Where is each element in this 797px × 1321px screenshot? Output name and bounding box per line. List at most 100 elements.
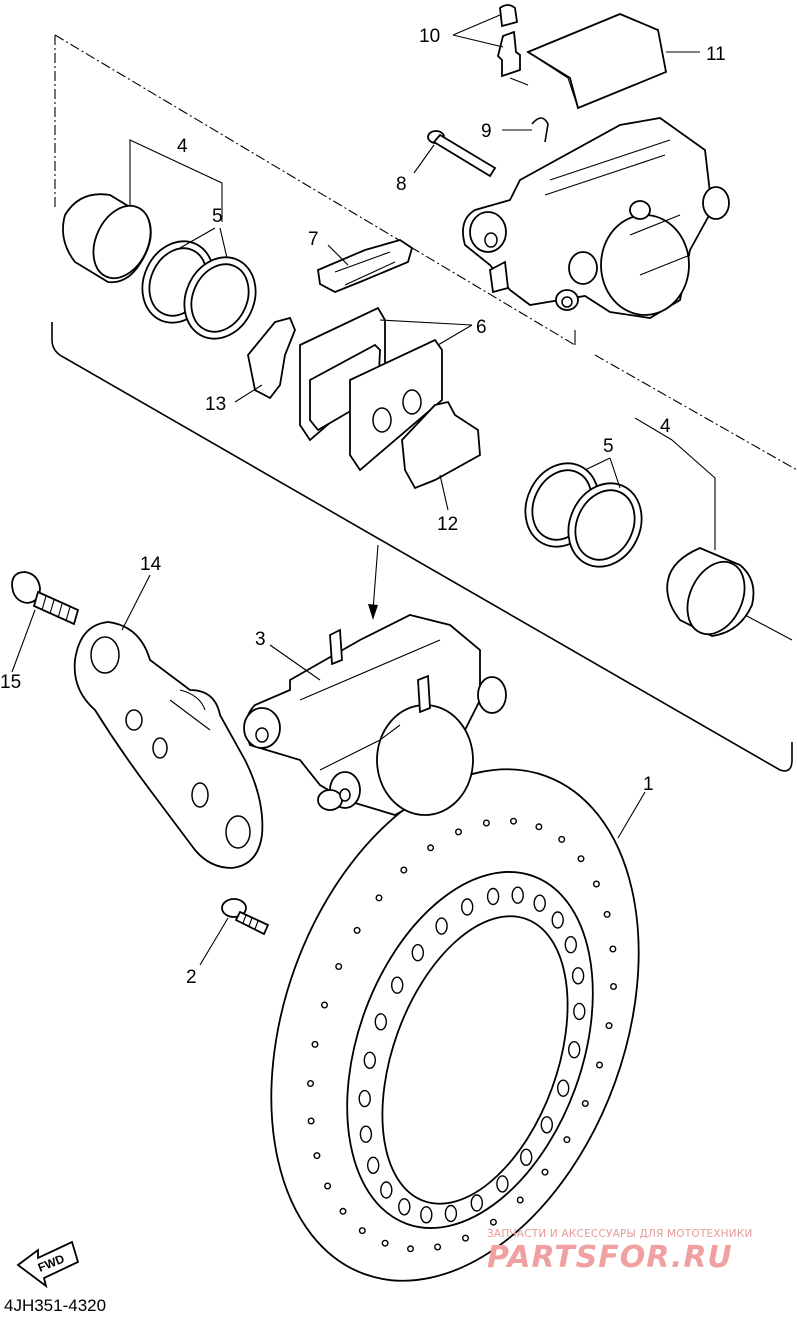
label-part-4-bottom: 4 bbox=[660, 416, 671, 437]
label-part-4-top: 4 bbox=[177, 136, 188, 157]
disc-hole bbox=[435, 917, 448, 935]
disc-drill-holes bbox=[307, 817, 618, 1253]
disc-hole bbox=[407, 1245, 415, 1253]
disc-hole bbox=[557, 1079, 570, 1097]
watermark-brand: PARTSFOR.RU bbox=[487, 1240, 733, 1275]
forward-arrow-icon: FWD bbox=[16, 1240, 80, 1289]
pad-pin bbox=[427, 130, 497, 178]
disc-hole bbox=[568, 1040, 581, 1059]
label-part-6: 6 bbox=[476, 317, 487, 338]
disc-hole bbox=[311, 1040, 319, 1048]
caliper-bracket bbox=[73, 621, 264, 869]
pin-clip bbox=[531, 117, 549, 143]
disc-hole bbox=[391, 976, 404, 994]
leader-lines bbox=[11, 14, 716, 966]
disc-hole bbox=[563, 1136, 571, 1144]
pad-spring bbox=[317, 239, 414, 293]
disc-hole bbox=[516, 1196, 524, 1204]
label-part-9: 9 bbox=[481, 121, 492, 142]
caliper-assembly bbox=[243, 614, 507, 816]
disc-hole bbox=[510, 817, 518, 825]
caliper-body-exploded bbox=[462, 117, 730, 319]
disc-hole bbox=[307, 1079, 315, 1087]
disc-hole bbox=[367, 1156, 380, 1175]
disc-hole bbox=[358, 1227, 366, 1235]
watermark-subtitle: ЗАПЧАСТИ И АКСЕССУАРЫ ДЛЯ МОТОТЕХНИКИ bbox=[487, 1228, 753, 1240]
disc-hole bbox=[564, 936, 577, 954]
label-part-14: 14 bbox=[140, 554, 162, 575]
bleed-screw bbox=[497, 4, 529, 86]
label-part-8: 8 bbox=[396, 174, 407, 195]
disc-hole bbox=[577, 855, 585, 863]
disc-hole bbox=[455, 828, 463, 836]
disc-hole bbox=[573, 1002, 586, 1021]
label-part-11: 11 bbox=[706, 44, 726, 65]
disc-holes bbox=[358, 886, 586, 1224]
disc-hole bbox=[496, 1175, 509, 1193]
pad-cover bbox=[526, 13, 668, 110]
disc-hole bbox=[420, 1206, 433, 1224]
label-part-12: 12 bbox=[437, 514, 458, 535]
disc-hole bbox=[434, 1243, 442, 1251]
disc-hole bbox=[482, 819, 490, 827]
disc-hole bbox=[571, 967, 585, 985]
disc-hole bbox=[375, 894, 383, 902]
piston-seals-right bbox=[524, 462, 643, 568]
disc-hole bbox=[592, 880, 600, 888]
disc-hole bbox=[511, 886, 524, 904]
disc-hole bbox=[307, 1117, 315, 1125]
disc-hole bbox=[470, 1194, 483, 1212]
piston-left bbox=[62, 193, 152, 284]
disc-hole bbox=[551, 911, 564, 929]
disc-hole bbox=[444, 1204, 458, 1223]
disc-hole bbox=[558, 835, 566, 843]
disc-hole bbox=[609, 945, 617, 953]
label-part-5-top: 5 bbox=[212, 206, 223, 227]
disc-hole bbox=[610, 983, 618, 991]
disc-hole bbox=[489, 1218, 497, 1226]
disc-hole bbox=[520, 1148, 533, 1167]
label-part-5-bottom: 5 bbox=[603, 436, 614, 457]
disc-hole bbox=[462, 1234, 470, 1242]
label-part-13: 13 bbox=[205, 394, 226, 415]
exploded-view-frame bbox=[51, 34, 797, 772]
disc-hole bbox=[335, 963, 343, 971]
disc-hole bbox=[400, 866, 408, 874]
disc-hole bbox=[380, 1181, 393, 1199]
assembly-arrow bbox=[368, 544, 379, 620]
pad-shim-right bbox=[401, 400, 481, 490]
brake-disc bbox=[270, 768, 640, 1282]
label-part-3: 3 bbox=[255, 629, 266, 650]
piston-right bbox=[666, 547, 755, 637]
label-part-7: 7 bbox=[308, 229, 319, 250]
disc-hole bbox=[605, 1022, 613, 1030]
label-part-15: 15 bbox=[0, 672, 21, 693]
label-part-2: 2 bbox=[186, 967, 197, 988]
disc-hole bbox=[461, 898, 474, 916]
disc-hole bbox=[324, 1182, 332, 1190]
pad-shim-left bbox=[247, 316, 296, 400]
part-labels: 1 2 3 4 4 5 5 6 7 8 9 10 11 12 13 14 15 bbox=[0, 26, 726, 988]
disc-hole bbox=[486, 887, 500, 906]
disc-hole bbox=[411, 944, 424, 962]
disc-hole bbox=[581, 1099, 589, 1107]
brake-pad-right bbox=[349, 338, 443, 472]
disc-hole bbox=[381, 1239, 389, 1247]
label-part-1: 1 bbox=[643, 774, 654, 795]
disc-hole bbox=[541, 1168, 549, 1176]
disc-hole bbox=[353, 926, 361, 934]
disc-hole bbox=[427, 844, 435, 852]
disc-hole bbox=[363, 1051, 376, 1070]
diagram-code: 4JH351-4320 bbox=[4, 1296, 107, 1315]
disc-hole bbox=[339, 1207, 347, 1215]
label-part-10: 10 bbox=[419, 26, 440, 47]
piston-seals-left bbox=[141, 240, 257, 340]
disc-bolt bbox=[221, 898, 270, 936]
disc-hole bbox=[358, 1089, 371, 1108]
disc-hole bbox=[313, 1152, 321, 1160]
disc-hole bbox=[535, 823, 543, 831]
disc-hole bbox=[533, 894, 546, 912]
disc-hole bbox=[540, 1116, 553, 1134]
disc-hole bbox=[374, 1013, 387, 1031]
